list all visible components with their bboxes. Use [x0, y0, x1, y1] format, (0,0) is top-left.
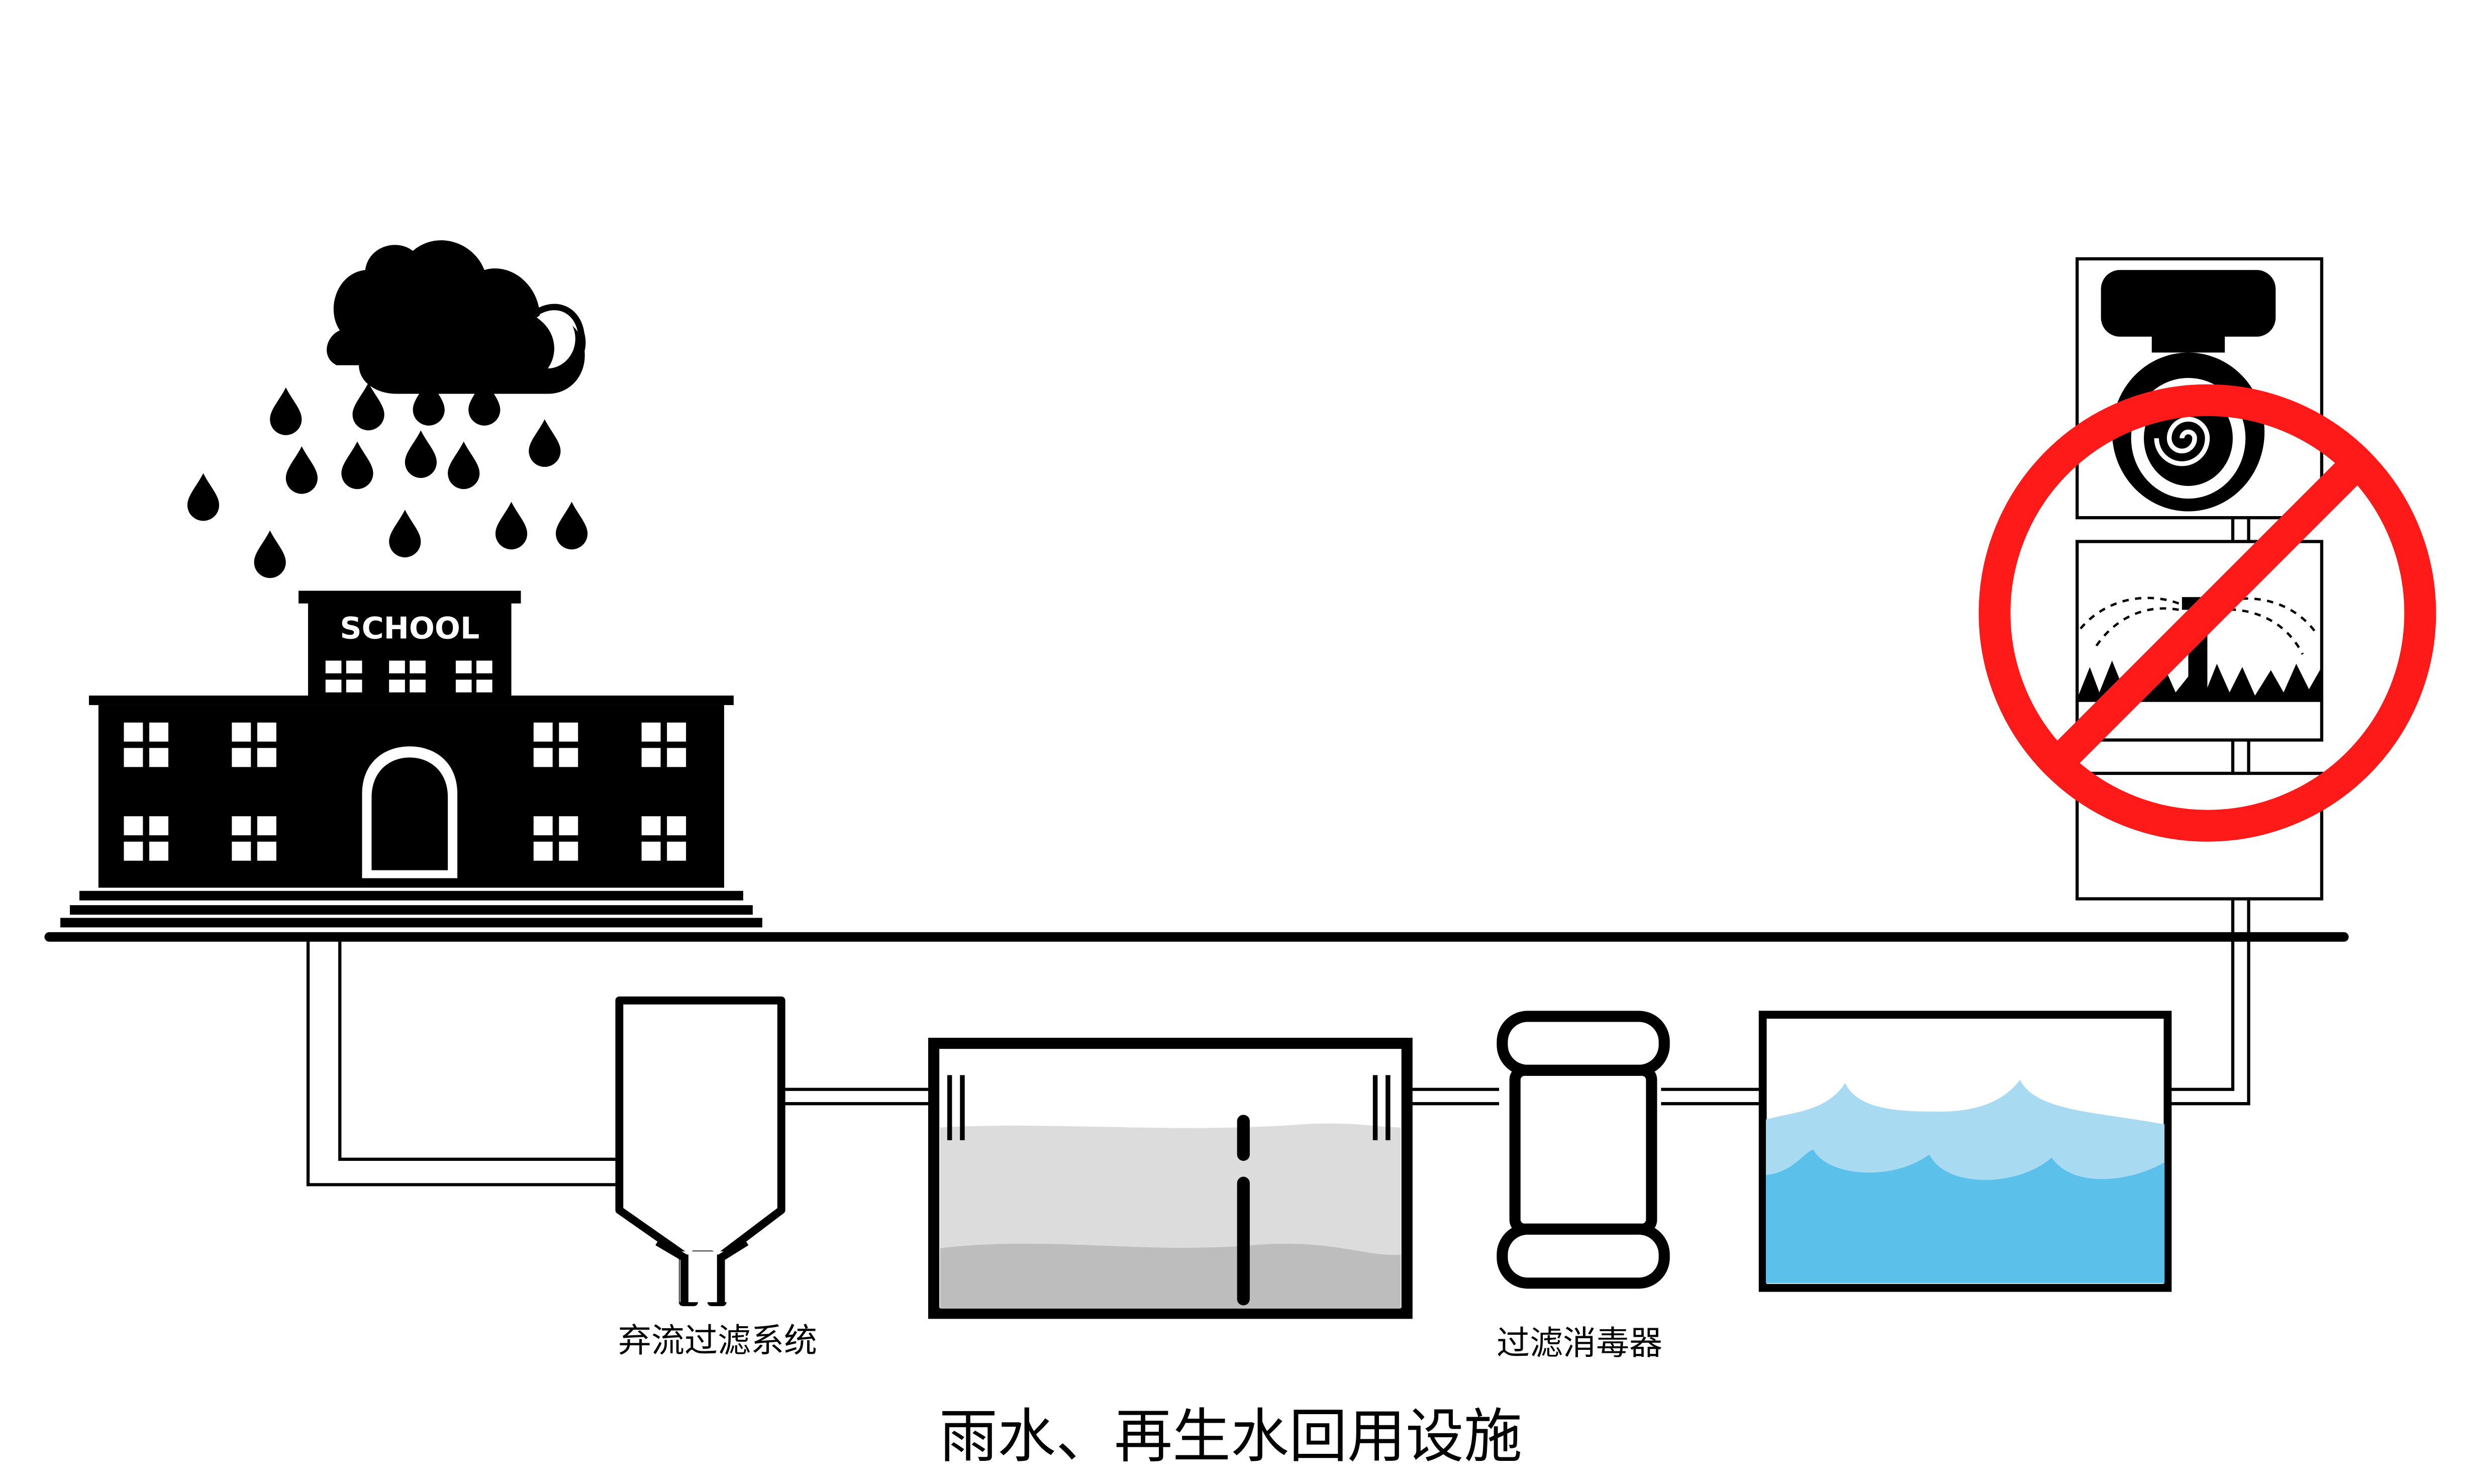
raindrop-icon	[187, 473, 220, 521]
prohibition-icon	[1979, 384, 2436, 842]
storage-tank	[928, 1038, 1413, 1319]
filter-system-label: 弃流过滤系统	[618, 1321, 817, 1360]
clean-water-tank	[1758, 1011, 2172, 1292]
raindrop-icon	[341, 441, 373, 489]
raindrop-icon	[270, 387, 302, 435]
ground-line	[44, 932, 2349, 942]
raindrop-icon	[389, 510, 421, 558]
raindrop-icon	[285, 446, 318, 494]
raindrop-icon	[405, 430, 437, 478]
raindrop-icon	[254, 530, 286, 578]
disinfector-icon	[1497, 1011, 1670, 1289]
raindrop-icon	[556, 502, 588, 550]
raindrop-icon	[495, 502, 528, 550]
raindrop-icon	[448, 441, 480, 489]
school-icon: SCHOOL	[60, 590, 762, 928]
diagram-title: 雨水、再生水回用设施	[939, 1403, 1522, 1470]
raindrop-icon	[529, 419, 561, 467]
rain	[187, 378, 588, 578]
school-sign: SCHOOL	[340, 611, 479, 646]
pipes	[306, 518, 2250, 1186]
disinfector-label: 过滤消毒器	[1497, 1324, 1662, 1362]
first-flush-filter	[615, 996, 785, 1307]
cloud-icon	[327, 240, 586, 394]
